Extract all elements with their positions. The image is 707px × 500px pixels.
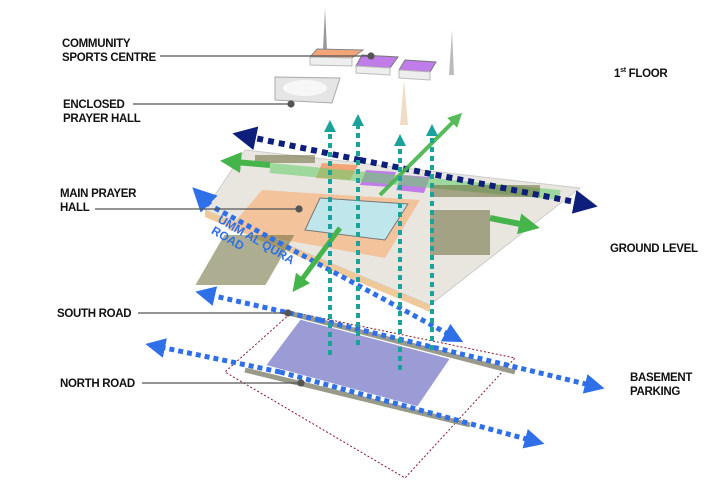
first-floor-number: 1 [614,67,621,80]
label-basement-parking: BASEMENT PARKING [630,372,693,398]
site-boundary [224,311,516,479]
label-north-road: NORTH ROAD [60,378,135,390]
label-community-sports-centre: COMMUNITY SPORTS CENTRE [62,38,156,64]
south-road-arrow [195,286,321,323]
green-arrow-right [489,213,540,235]
green-arrow-left [220,152,271,173]
first-floor-buildings [274,8,454,125]
label-first-floor: 1st FLOOR [614,64,668,81]
label-ground-level: GROUND LEVEL [610,243,698,255]
navy-road-arrow-right [359,157,598,214]
label-enclosed-prayer-hall: ENCLOSED PRAYER HALL [63,99,141,125]
north-road-arrow [145,338,281,375]
umm-al-qura-road-arrow [192,187,218,213]
label-main-prayer-hall: MAIN PRAYER HALL [60,188,137,214]
green-arrow-down [292,226,343,293]
first-floor-suffix: st [620,67,626,74]
sports-centre-orange [308,48,365,59]
vertical-circulation-arrows [324,114,438,370]
navy-road-arrow-left [232,126,361,163]
label-south-road: SOUTH ROAD [57,308,132,320]
green-arrow-up [378,112,463,197]
leader-lines [95,52,375,387]
first-floor-text: FLOOR [625,67,668,80]
